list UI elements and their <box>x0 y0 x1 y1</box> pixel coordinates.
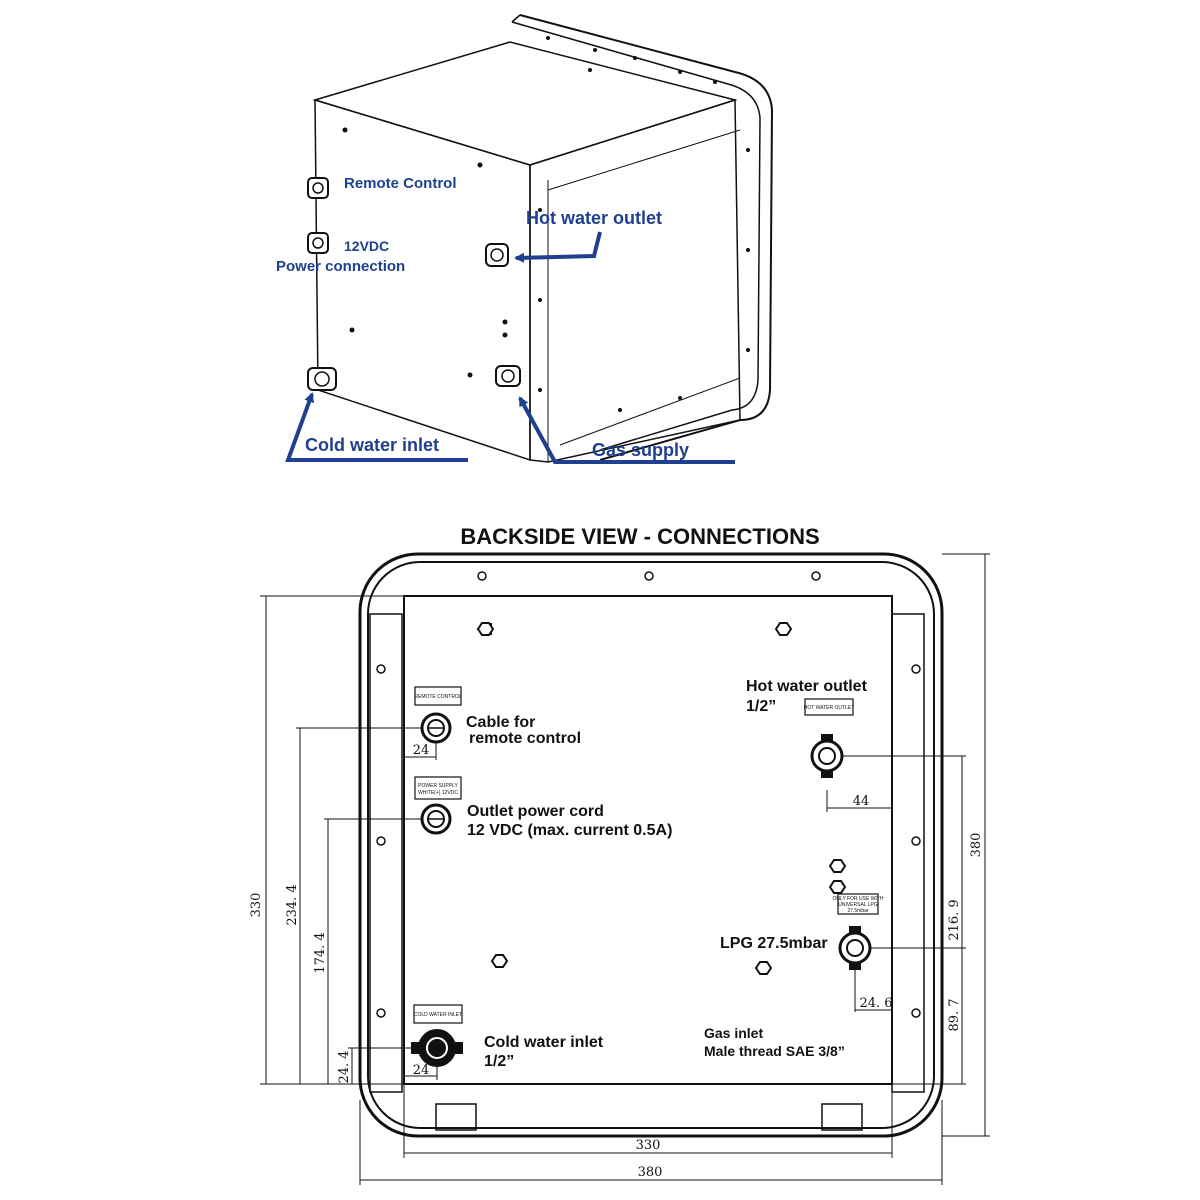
dimension-lines <box>260 553 990 1185</box>
dim-24-remote: 24 <box>413 743 430 758</box>
iso-power-connector <box>307 232 329 254</box>
backside-title: BACKSIDE VIEW - CONNECTIONS <box>460 524 819 549</box>
foot-right <box>821 1103 863 1131</box>
tag-cold-water-inlet: COLD WATER INLET <box>413 1004 463 1024</box>
callout-cable-line1: Cable for <box>466 714 535 731</box>
label-12vdc: 12VDC <box>344 238 389 254</box>
outer-frame <box>358 552 944 1138</box>
tag-hot-water-outlet-text: HOT WATER OUTLET <box>804 705 854 711</box>
tag-lpg: ONLY FOR USE WITH UNIVERSAL LPG 27.5mbar <box>833 893 884 915</box>
dim-24-4: 24. 4 <box>337 1050 352 1083</box>
backside-view: BACKSIDE VIEW - CONNECTIONS <box>249 524 990 1185</box>
callout-cold-line1: Cold water inlet <box>484 1034 604 1051</box>
dim-44: 44 <box>853 794 870 809</box>
dim-234-4: 234. 4 <box>285 884 300 925</box>
tag-power-supply-line2: WHITE(+) 12VDC <box>418 790 458 796</box>
back-panel <box>403 595 893 1085</box>
label-cold-water-inlet: Cold water inlet <box>305 435 439 455</box>
iso-flange-inner <box>511 21 761 451</box>
dim-330-left: 330 <box>249 893 264 918</box>
dim-24-6: 24. 6 <box>859 996 892 1011</box>
dim-174-4: 174. 4 <box>313 932 328 973</box>
iso-hot-water-connector <box>485 243 509 267</box>
remote-control-connector <box>420 712 452 744</box>
callout-power-line2: 12 VDC (max. current 0.5A) <box>467 822 672 839</box>
iso-left-face <box>314 98 531 462</box>
tag-hot-water-outlet: HOT WATER OUTLET <box>804 698 854 716</box>
dim-216-9: 216. 9 <box>947 899 962 940</box>
panel-hex-bolts <box>476 622 847 975</box>
iso-remote-connector <box>307 177 329 199</box>
frame-screw-holes <box>376 571 921 1018</box>
tag-power-supply: POWER SUPPLY WHITE(+) 12VDC <box>414 776 462 800</box>
dim-24-cold: 24 <box>413 1063 430 1078</box>
tag-cold-water-inlet-text: COLD WATER INLET <box>414 1012 462 1018</box>
hot-water-outlet-connector <box>810 734 844 778</box>
power-cord-connector <box>420 803 452 835</box>
iso-top-face <box>312 41 738 166</box>
cold-water-arrow <box>285 392 468 462</box>
iso-flange <box>519 14 774 461</box>
callout-cable-line2: remote control <box>469 730 581 747</box>
iso-screw-holes <box>342 36 750 412</box>
tag-power-supply-line1: POWER SUPPLY <box>418 783 458 789</box>
dim-380-bottom: 380 <box>638 1165 663 1180</box>
label-remote-control: Remote Control <box>344 175 457 192</box>
hot-water-arrow <box>514 231 602 263</box>
callout-lpg: LPG 27.5mbar <box>720 935 828 952</box>
callout-power-line1: Outlet power cord <box>467 803 604 820</box>
callout-gas-line2: Male thread SAE 3/8” <box>704 1043 845 1059</box>
iso-cold-water-connector <box>307 367 337 391</box>
callout-cold-line2: 1/2” <box>484 1053 514 1070</box>
dim-330-bottom: 330 <box>636 1138 661 1153</box>
label-hot-water-outlet: Hot water outlet <box>526 208 662 228</box>
dim-89-7: 89. 7 <box>947 998 962 1031</box>
callout-hot-line1: Hot water outlet <box>746 678 868 695</box>
gas-supply-arrow <box>518 396 735 464</box>
tag-lpg-line1: ONLY FOR USE WITH <box>833 896 884 902</box>
outer-frame-inner <box>367 561 935 1129</box>
foot-left <box>435 1103 477 1131</box>
tag-remote-control-text: REMOTE CONTROL <box>414 694 461 700</box>
tag-lpg-line3: 27.5mbar <box>847 908 868 914</box>
isometric-view: Remote Control 12VDC Power connection Ho… <box>276 14 774 464</box>
dim-380-right: 380 <box>969 833 984 858</box>
iso-gas-connector <box>495 365 521 387</box>
label-power-connection: Power connection <box>276 258 405 275</box>
tag-lpg-line2: UNIVERSAL LPG <box>838 902 878 908</box>
callout-gas-line1: Gas inlet <box>704 1025 763 1041</box>
label-gas-supply: Gas supply <box>592 440 689 460</box>
tag-remote-control: REMOTE CONTROL <box>414 686 462 706</box>
callout-hot-line2: 1/2” <box>746 698 776 715</box>
iso-right-face <box>529 98 741 463</box>
